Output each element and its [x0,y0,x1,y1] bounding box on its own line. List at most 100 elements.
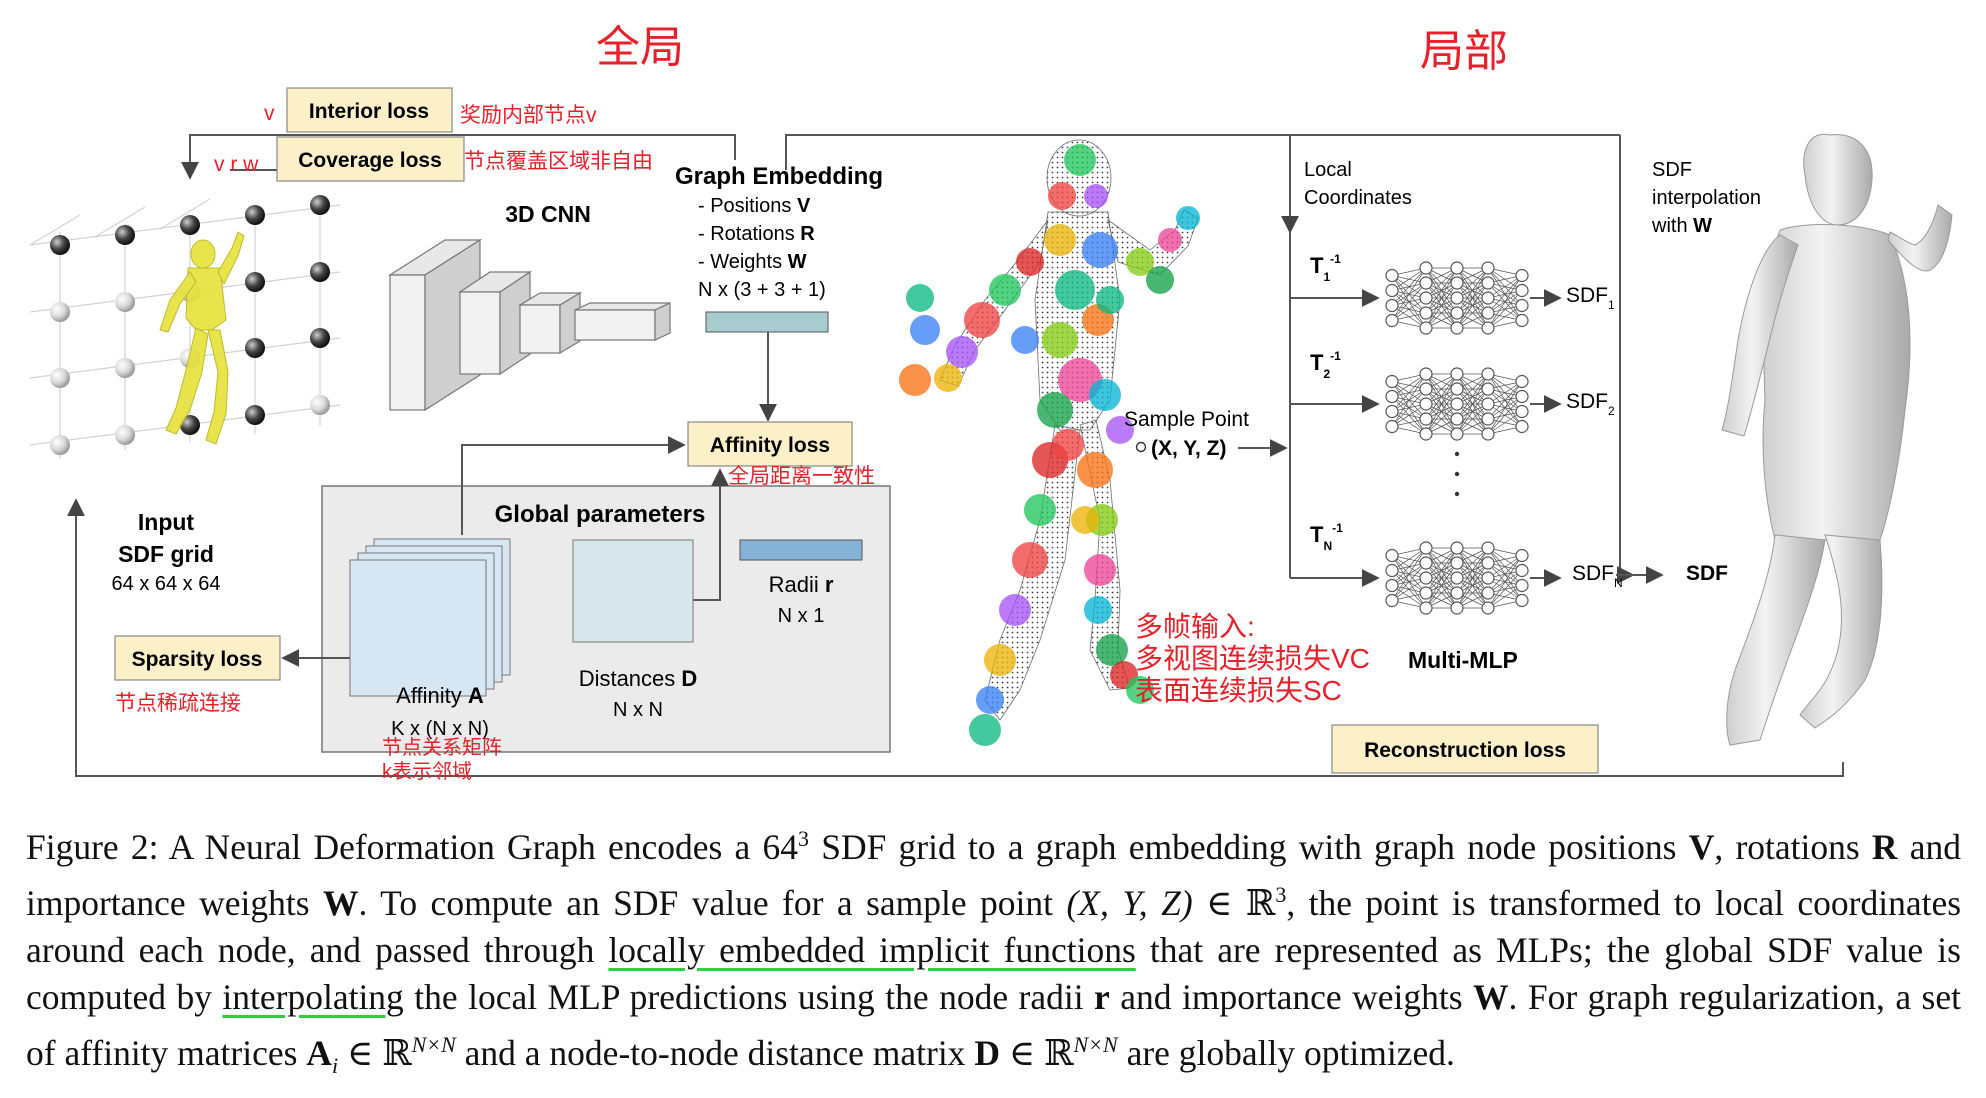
grid-sphere [310,262,330,282]
grid-sphere [50,368,70,388]
affinity-matrix-stack [349,538,511,697]
mlp [1385,261,1562,335]
cnn-blocks [387,238,671,412]
mlp-neuron [1450,397,1464,411]
interp-label-2: interpolation [1652,187,1761,209]
sample-point-marker [1135,441,1147,453]
mlp-neuron [1450,601,1464,615]
global-params-title: Global parameters [495,501,706,528]
mlp-neuron [1385,389,1399,404]
mlp-networks [1385,261,1664,615]
mlp-neuron [1481,291,1495,305]
interior-feedback-arrow [181,134,736,180]
highlight-interpolating: interpolating [222,976,404,1017]
mlp-neuron [1481,276,1495,290]
global-header: 全局 [596,23,684,72]
graph-node [999,594,1031,626]
mlp-neuron [1385,563,1399,578]
mlp-neuron [1515,563,1529,578]
embedding-weights: - Weights W [698,251,807,273]
affinity-to-loss-arrow [461,436,686,535]
interp-weights-arrow [1616,135,1635,584]
graph-node [1126,248,1154,276]
graph-node [1089,379,1121,411]
highlight-implicit-functions: locally embedded implicit functions [608,929,1136,970]
mlp-neuron [1450,306,1464,320]
local-coords-label-1: Local [1304,159,1352,181]
mlp-neuron [1450,571,1464,585]
sdf-output-label: SDF [1686,562,1728,585]
mlp-neuron [1419,382,1433,396]
graph-node [1037,392,1073,428]
embedding-top-line [785,134,1620,170]
yellow-human-figure [159,231,245,445]
graph-node [1084,184,1108,208]
graph-node [1126,676,1154,704]
mlp-neuron [1450,367,1464,381]
graph-node [1042,322,1078,358]
grid-sphere [310,395,330,415]
graph-node [906,284,934,312]
affinity-matrix-annotation-1: 节点关系矩阵 [382,736,502,759]
graph-node [1106,416,1134,444]
input-grid [29,195,341,458]
mlp-neuron [1515,389,1529,404]
sdf-1-label: SDF1 [1566,284,1615,312]
graph-node [934,364,962,392]
mlp-neuron [1515,268,1529,283]
mlp-neuron [1385,268,1399,283]
mlp-neuron [1450,412,1464,426]
graph-node [1055,270,1095,310]
graph-node [1096,286,1124,314]
local-header: 局部 [1420,27,1508,76]
figure-diagram: 全局 局部 Inp [29,23,1953,783]
mlp-neuron [1419,412,1433,426]
grid-sphere [310,328,330,348]
mlp-neuron [1481,601,1495,615]
graph-node [989,274,1021,306]
mlp-neuron [1515,313,1529,328]
mlp-neuron [1419,556,1433,570]
mlp-neuron [1419,261,1433,275]
mlp-ellipsis [1454,451,1460,497]
mlp-neuron [1385,374,1399,389]
graph-node [1146,266,1174,294]
mlp-neuron [1385,313,1399,328]
affinity-loss-box [687,421,853,467]
affinity-annotation: 全局距离一致性 [728,465,875,488]
input-title-2: SDF grid [118,541,214,567]
mlp-neuron [1450,261,1464,275]
mlp-neuron [1515,548,1529,563]
mlp-neuron [1419,586,1433,600]
sparsity-annotation: 节点稀疏连接 [115,692,241,715]
grid-sphere [180,215,200,235]
graph-node [1176,206,1200,230]
graph-node [946,336,978,368]
transform-2: T2-1 [1310,349,1341,381]
mlp-neuron [1385,404,1399,419]
affinity-matrix-annotation-2: k表示邻域 [382,760,472,783]
reconstruction-loss-box [1331,724,1599,774]
graph-node [1077,452,1113,488]
sample-point-coords: (X, Y, Z) [1151,437,1226,460]
figure-caption: Figure 2: A Neural Deformation Graph enc… [26,826,1962,1078]
embedding-positions: - Positions V [698,195,811,217]
mlp-neuron [1481,367,1495,381]
mlp-neuron [1481,556,1495,570]
mlp-neuron [1450,291,1464,305]
distance-matrix [572,539,694,643]
grid-sphere [245,405,265,425]
graph-node [899,364,931,396]
affinity-matrix-dims: K x (N x N) [391,718,489,740]
mlp-neuron [1481,571,1495,585]
grid-sphere [245,338,265,358]
mlp-neuron [1385,593,1399,608]
vrw-annotation: v r w [214,153,259,176]
graph-node [976,686,1004,714]
grid-sphere [115,292,135,312]
mlp [1385,367,1562,441]
sparsity-loss-box [114,635,281,681]
reconstruction-loss-label: Reconstruction loss [1364,739,1566,762]
v-annotation: v [264,102,275,125]
graph-node [1084,596,1112,624]
